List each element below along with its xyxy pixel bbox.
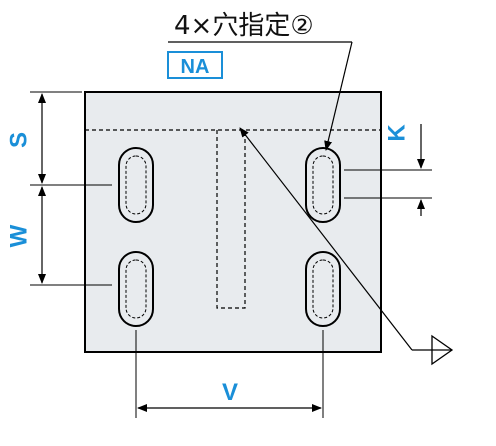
dimension-label-v: V [222,379,238,406]
plate [84,91,382,353]
na-tag-label: NA [181,56,210,78]
dimension-lines [38,93,425,412]
slot-hole-inner-lines [125,155,334,319]
slot-hole-bottom-left [118,251,154,327]
slot-holes [118,147,341,327]
na-tag-box [167,51,223,79]
finish-leader [239,127,432,351]
dimension-label-w: W [5,224,32,247]
surface-finish-symbol [431,334,454,366]
dimension-label-s: S [5,132,32,148]
hole-spec-note: 4×穴指定② [174,11,314,41]
dimension-label-k: K [383,124,410,142]
slot-hole-top-left [118,147,154,223]
slot-hole-bottom-right [305,251,341,327]
hidden-center-slot [216,130,246,309]
slot-hole-top-right [305,147,341,223]
note-leader [168,41,353,151]
extension-lines [30,91,432,418]
